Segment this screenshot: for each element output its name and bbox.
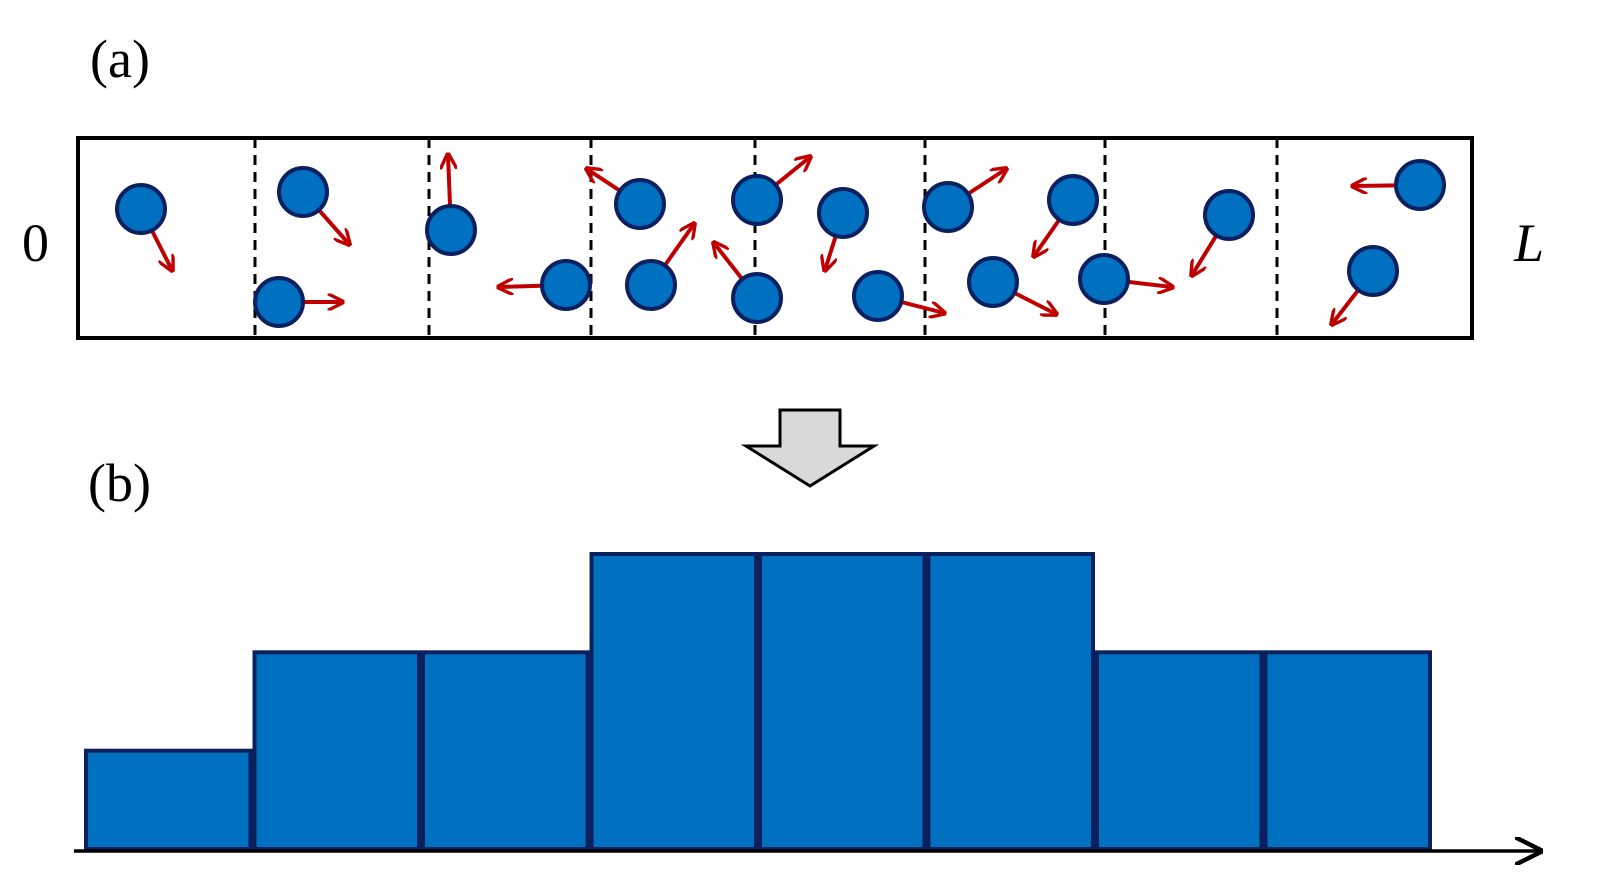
left-boundary-label: 0 [22,213,49,273]
particle [499,259,592,311]
particle [1332,245,1399,324]
particle [1192,189,1255,275]
histogram-bar [758,552,927,851]
histogram-bar [84,748,253,852]
particle [425,155,477,256]
histogram-bar [421,650,590,851]
particle [1353,159,1446,211]
histogram-bar [1263,650,1432,851]
particle [587,169,666,230]
particles [115,155,1446,328]
histogram-bars [84,552,1432,852]
particle [731,157,810,226]
particle [1078,253,1172,305]
down-arrow-icon [740,408,880,488]
panel-a-label: (a) [90,29,150,89]
histogram-bar [1095,650,1264,851]
particle [922,169,1006,233]
particle [967,256,1056,314]
particle [253,276,342,328]
right-boundary-label: L [1514,213,1545,273]
channel-box [76,136,1474,340]
panel-b-label: (b) [88,453,151,513]
particle [277,166,349,244]
histogram-bar [252,650,421,851]
particle [115,183,172,270]
particle [714,243,783,324]
histogram-bar [926,552,1095,851]
particle [1034,174,1099,256]
particle [817,187,869,270]
histogram-bar [589,552,758,851]
particle [625,224,694,311]
particle [852,270,944,322]
